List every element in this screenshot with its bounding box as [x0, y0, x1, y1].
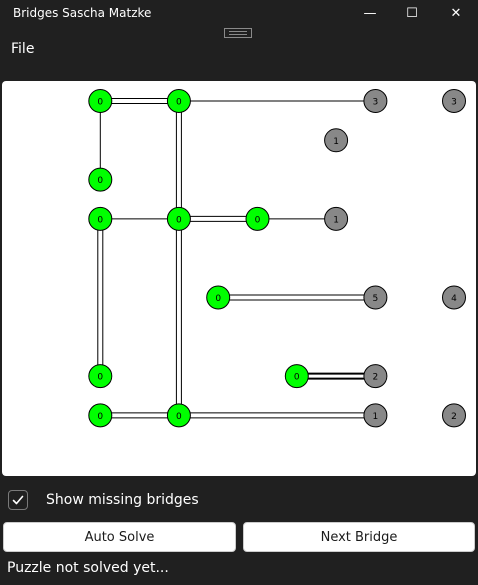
island-value: 0 — [294, 373, 300, 383]
islands-layer: 0 0 3 3 1 0 0 0 0 1 0 5 4 0 0 2 0 0 1 2 — [88, 89, 466, 428]
island-value: 0 — [97, 373, 103, 383]
island-circle — [442, 285, 466, 310]
island-circle — [363, 403, 388, 428]
checkmark-icon — [12, 495, 24, 505]
status-text: Puzzle not solved yet... — [7, 560, 169, 576]
island-b[interactable]: 0 — [166, 89, 191, 113]
island-value: 5 — [373, 294, 379, 304]
island-circle — [363, 364, 388, 389]
bridge[interactable] — [175, 218, 182, 416]
island-circle — [88, 89, 113, 113]
island-h[interactable]: 0 — [166, 206, 191, 231]
island-k[interactable]: 0 — [206, 285, 231, 310]
island-value: 0 — [215, 294, 221, 304]
show-missing-label: Show missing bridges — [46, 492, 199, 508]
island-circle — [88, 364, 113, 389]
puzzle-board[interactable]: 0 0 3 3 1 0 0 0 0 1 0 5 4 0 0 2 0 0 1 2 — [2, 81, 476, 476]
menu-file[interactable]: File — [11, 41, 35, 57]
island-value: 0 — [255, 215, 261, 225]
island-i[interactable]: 0 — [245, 206, 270, 231]
island-value: 0 — [97, 412, 103, 422]
island-value: 0 — [176, 215, 182, 225]
drag-handle-icon[interactable] — [224, 28, 252, 38]
bridges-layer — [97, 98, 376, 419]
island-value: 3 — [451, 98, 457, 108]
island-s[interactable]: 1 — [363, 403, 388, 428]
island-value: 0 — [176, 98, 182, 108]
island-circle — [166, 206, 191, 231]
bridge[interactable] — [218, 294, 376, 301]
island-g[interactable]: 0 — [88, 206, 113, 231]
island-o[interactable]: 0 — [284, 364, 309, 389]
island-value: 0 — [97, 176, 103, 186]
minimize-icon: — — [363, 5, 377, 21]
island-circle — [166, 89, 191, 113]
island-m[interactable]: 4 — [442, 285, 466, 310]
island-circle — [363, 285, 388, 310]
island-f[interactable]: 0 — [88, 167, 113, 192]
island-circle — [206, 285, 231, 310]
show-missing-checkbox[interactable] — [8, 490, 28, 510]
close-icon: ✕ — [450, 5, 462, 21]
island-value: 0 — [97, 215, 103, 225]
close-button[interactable]: ✕ — [436, 0, 476, 26]
island-n[interactable]: 0 — [88, 364, 113, 389]
island-value: 0 — [176, 412, 182, 422]
island-p[interactable]: 2 — [363, 364, 388, 389]
island-circle — [166, 403, 191, 428]
island-circle — [284, 364, 309, 389]
show-missing-row[interactable]: Show missing bridges — [8, 489, 199, 511]
island-circle — [363, 89, 388, 113]
bridge[interactable] — [175, 101, 182, 219]
island-value: 1 — [333, 215, 339, 225]
island-value: 0 — [97, 98, 103, 108]
island-a[interactable]: 0 — [88, 89, 113, 113]
bridge[interactable] — [100, 98, 179, 104]
island-r[interactable]: 0 — [166, 403, 191, 428]
island-circle — [88, 403, 113, 428]
minimize-button[interactable]: — — [350, 0, 390, 26]
island-l[interactable]: 5 — [363, 285, 388, 310]
island-circle — [442, 403, 466, 428]
island-d[interactable]: 3 — [442, 89, 466, 113]
island-value: 3 — [373, 98, 379, 108]
island-q[interactable]: 0 — [88, 403, 113, 428]
next-bridge-button[interactable]: Next Bridge — [243, 522, 475, 552]
island-value: 1 — [373, 412, 379, 422]
island-value: 1 — [333, 137, 339, 147]
island-e[interactable]: 1 — [324, 128, 349, 153]
window-title: Bridges Sascha Matzke — [13, 6, 152, 20]
island-j[interactable]: 1 — [324, 206, 349, 231]
title-bar[interactable]: Bridges Sascha Matzke — ☐ ✕ — [0, 0, 478, 26]
bridge[interactable] — [100, 412, 179, 419]
island-circle — [442, 89, 466, 113]
maximize-icon: ☐ — [406, 5, 418, 21]
island-value: 2 — [373, 373, 379, 383]
auto-solve-button[interactable]: Auto Solve — [3, 522, 236, 552]
island-circle — [324, 128, 349, 153]
bridge[interactable] — [178, 215, 258, 222]
island-t[interactable]: 2 — [442, 403, 466, 428]
bridge[interactable] — [178, 412, 376, 419]
bridge[interactable] — [97, 218, 104, 377]
maximize-button[interactable]: ☐ — [392, 0, 432, 26]
island-circle — [88, 167, 113, 192]
island-circle — [88, 206, 113, 231]
island-circle — [324, 206, 349, 231]
bridge[interactable] — [296, 372, 376, 380]
island-c[interactable]: 3 — [363, 89, 388, 113]
island-circle — [245, 206, 270, 231]
island-value: 4 — [451, 294, 457, 304]
island-value: 2 — [451, 412, 457, 422]
menu-bar: File — [0, 36, 478, 62]
puzzle-canvas[interactable]: 0 0 3 3 1 0 0 0 0 1 0 5 4 0 0 2 0 0 1 2 — [2, 81, 476, 476]
